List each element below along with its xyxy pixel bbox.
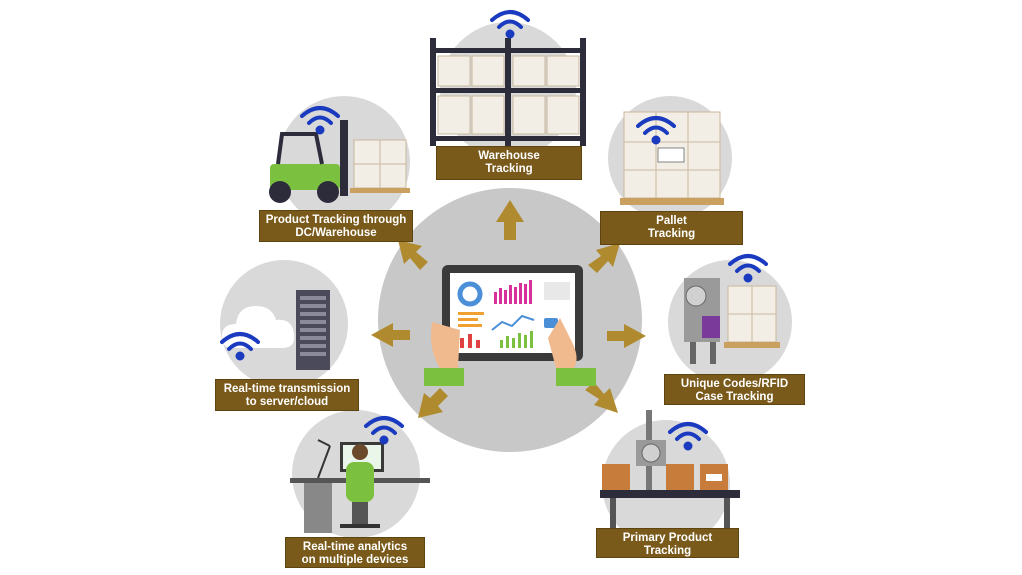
label-line: Tracking	[643, 545, 692, 557]
wifi-icon	[220, 332, 260, 361]
wifi-icon	[364, 416, 404, 445]
arrow-right	[607, 324, 646, 348]
wifi-icon	[668, 422, 708, 451]
cloud-server-icon	[222, 290, 330, 370]
label-line: to server/cloud	[245, 396, 329, 408]
wifi-icon	[300, 106, 340, 135]
labeling-machine-icon	[684, 278, 780, 364]
tablet-dashboard-icon	[424, 265, 596, 386]
label-line: Tracking	[647, 228, 696, 240]
warehouse-shelves-icon	[430, 38, 586, 146]
arrow-left	[371, 323, 410, 347]
unique-codes-label: Unique Codes/RFID Case Tracking	[664, 374, 805, 405]
arrow-down-right	[585, 382, 618, 413]
transmission-label: Real-time transmission to server/cloud	[215, 379, 359, 411]
forklift-icon	[269, 120, 410, 203]
label-line: on multiple devices	[301, 554, 409, 566]
product-tracking-label: Product Tracking through DC/Warehouse	[259, 210, 413, 242]
label-line: Pallet	[656, 215, 687, 227]
analytics-label: Real-time analytics on multiple devices	[285, 537, 425, 568]
pallet-tracking-label: Pallet Tracking	[600, 211, 743, 245]
label-line: Primary Product	[622, 532, 713, 544]
wifi-icon	[728, 254, 768, 283]
arrow-up-left	[398, 240, 428, 270]
label-line: Case Tracking	[695, 391, 774, 403]
label-line: Product Tracking through	[265, 214, 407, 226]
label-line: Warehouse	[478, 150, 540, 162]
label-line: DC/Warehouse	[295, 227, 377, 239]
label-line: Tracking	[485, 163, 533, 175]
conveyor-icon	[600, 410, 740, 532]
label-line: Real-time transmission	[223, 383, 351, 395]
label-line: Unique Codes/RFID	[680, 378, 789, 390]
arrow-down-left	[418, 388, 448, 418]
pallet-boxes-icon	[620, 111, 724, 205]
primary-product-label: Primary Product Tracking	[596, 528, 739, 558]
wifi-icon	[490, 10, 530, 39]
label-line: Real-time analytics	[302, 541, 408, 553]
arrows	[371, 200, 646, 418]
wifi-icon	[636, 116, 676, 145]
arrow-up-right	[588, 243, 620, 273]
arrow-up	[496, 200, 524, 240]
warehouse-tracking-label: Warehouse Tracking	[436, 146, 582, 180]
desk-worker-icon	[290, 439, 430, 533]
